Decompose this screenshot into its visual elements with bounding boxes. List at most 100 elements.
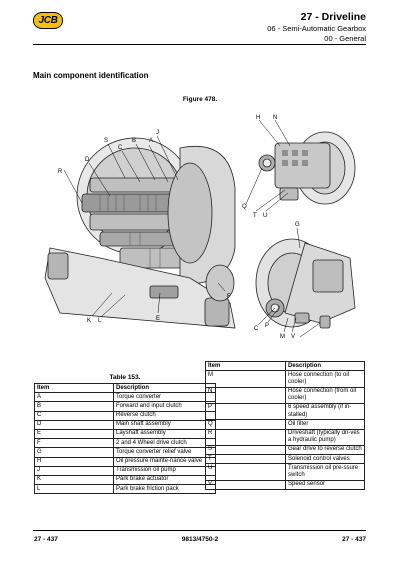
chapter-title: 27 - Driveline [300, 11, 366, 23]
page-header: 27 - Driveline 06 - Semi-Automatic Gearb… [267, 11, 366, 43]
description-cell: Main shaft assembly [113, 419, 216, 430]
table-header-row: Item Description [205, 360, 365, 372]
jcb-logo: JCB [33, 12, 63, 29]
gearbox-illustration: A B C D E F J K L R S H N Q T U G C P M … [44, 115, 356, 340]
callout-c: C [118, 145, 123, 151]
item-cell: P [205, 402, 286, 421]
callout-b: B [132, 138, 136, 144]
callout-p: P [265, 323, 269, 329]
description-cell: Forward and input clutch [113, 401, 216, 412]
column-header-item: Item [205, 360, 286, 372]
description-cell: 6 speed assembly (if in-stalled) [285, 402, 365, 421]
callout-q: Q [242, 204, 247, 210]
section-title-header: 06 - Semi-Automatic Gearbox [267, 24, 366, 33]
item-cell: D [34, 419, 114, 430]
callout-s: S [104, 138, 108, 144]
description-cell: Solenoid control valves [285, 454, 365, 465]
callout-l: L [98, 318, 102, 324]
footer-rule [33, 530, 366, 531]
item-cell: Q [205, 419, 286, 430]
item-cell: E [34, 428, 114, 440]
item-cell: J [34, 465, 114, 476]
description-cell: Driveshaft (typically dri-ves a hydrauli… [285, 428, 365, 446]
item-cell: N [205, 386, 286, 404]
item-cell: V [205, 479, 286, 490]
description-cell: Layshaft assembly [113, 428, 216, 440]
table-caption: Table 153. [109, 374, 141, 381]
description-cell: Speed sensor [285, 479, 365, 490]
description-cell: Transmission oil pump [113, 465, 216, 476]
footer-page-left: 27 - 437 [34, 536, 58, 543]
description-cell: Oil pressure mainte-nance valve [113, 456, 216, 467]
callout-c-lower: C [254, 326, 259, 332]
footer-page-right: 27 - 437 [342, 536, 366, 543]
item-cell: C [34, 410, 114, 421]
item-cell: U [205, 463, 286, 481]
callout-v: V [291, 334, 295, 340]
description-cell: Transmission oil pre-ssure switch [285, 463, 365, 481]
callout-r: R [58, 169, 63, 175]
item-cell: G [34, 447, 114, 458]
subsection-title: 00 - General [324, 34, 366, 43]
item-cell: L [34, 484, 114, 495]
column-header-item: Item [34, 382, 114, 394]
item-cell: B [34, 401, 114, 412]
item-cell: K [34, 474, 114, 486]
description-cell: Gear drive to reverse clutch [285, 444, 365, 456]
main-gearbox-cutaway [44, 137, 236, 329]
logo-text: JCB [38, 15, 58, 26]
callout-t: T [253, 213, 257, 219]
description-cell: 2 and 4 Wheel drive clutch [113, 438, 216, 449]
description-cell: Torque converter [113, 392, 216, 403]
callout-h: H [256, 115, 260, 121]
description-cell: Reverse clutch [113, 410, 216, 421]
table-header-row: Item Description [34, 382, 216, 394]
callout-g: G [295, 222, 300, 228]
item-cell: S [205, 444, 286, 456]
item-cell: F [34, 438, 114, 449]
item-cell: A [34, 392, 114, 403]
callout-u: U [263, 213, 267, 219]
description-cell: Torque converter relief valve [113, 447, 216, 458]
item-cell: H [34, 456, 114, 467]
column-header-description: Description [113, 382, 216, 394]
item-cell: T [205, 454, 286, 465]
main-heading: Main component identification [33, 71, 149, 80]
description-cell: Oil filter [285, 419, 365, 430]
description-cell: Park brake friction pack [113, 484, 216, 495]
callout-m: M [280, 334, 285, 340]
callout-e: E [156, 316, 160, 322]
upper-right-valve-block [258, 131, 356, 205]
callout-a: A [149, 138, 153, 144]
callout-k: K [87, 318, 91, 324]
description-cell: Hose connection (to oil cooler) [285, 370, 365, 388]
description-cell: Park brake actuator [113, 474, 216, 486]
callout-d: D [85, 157, 90, 163]
figure-caption: Figure 478. [182, 96, 218, 103]
callout-j: J [156, 130, 159, 136]
callout-f: F [227, 294, 231, 300]
callout-n: N [273, 115, 277, 121]
item-cell: M [205, 370, 286, 388]
header-rule [33, 44, 366, 45]
